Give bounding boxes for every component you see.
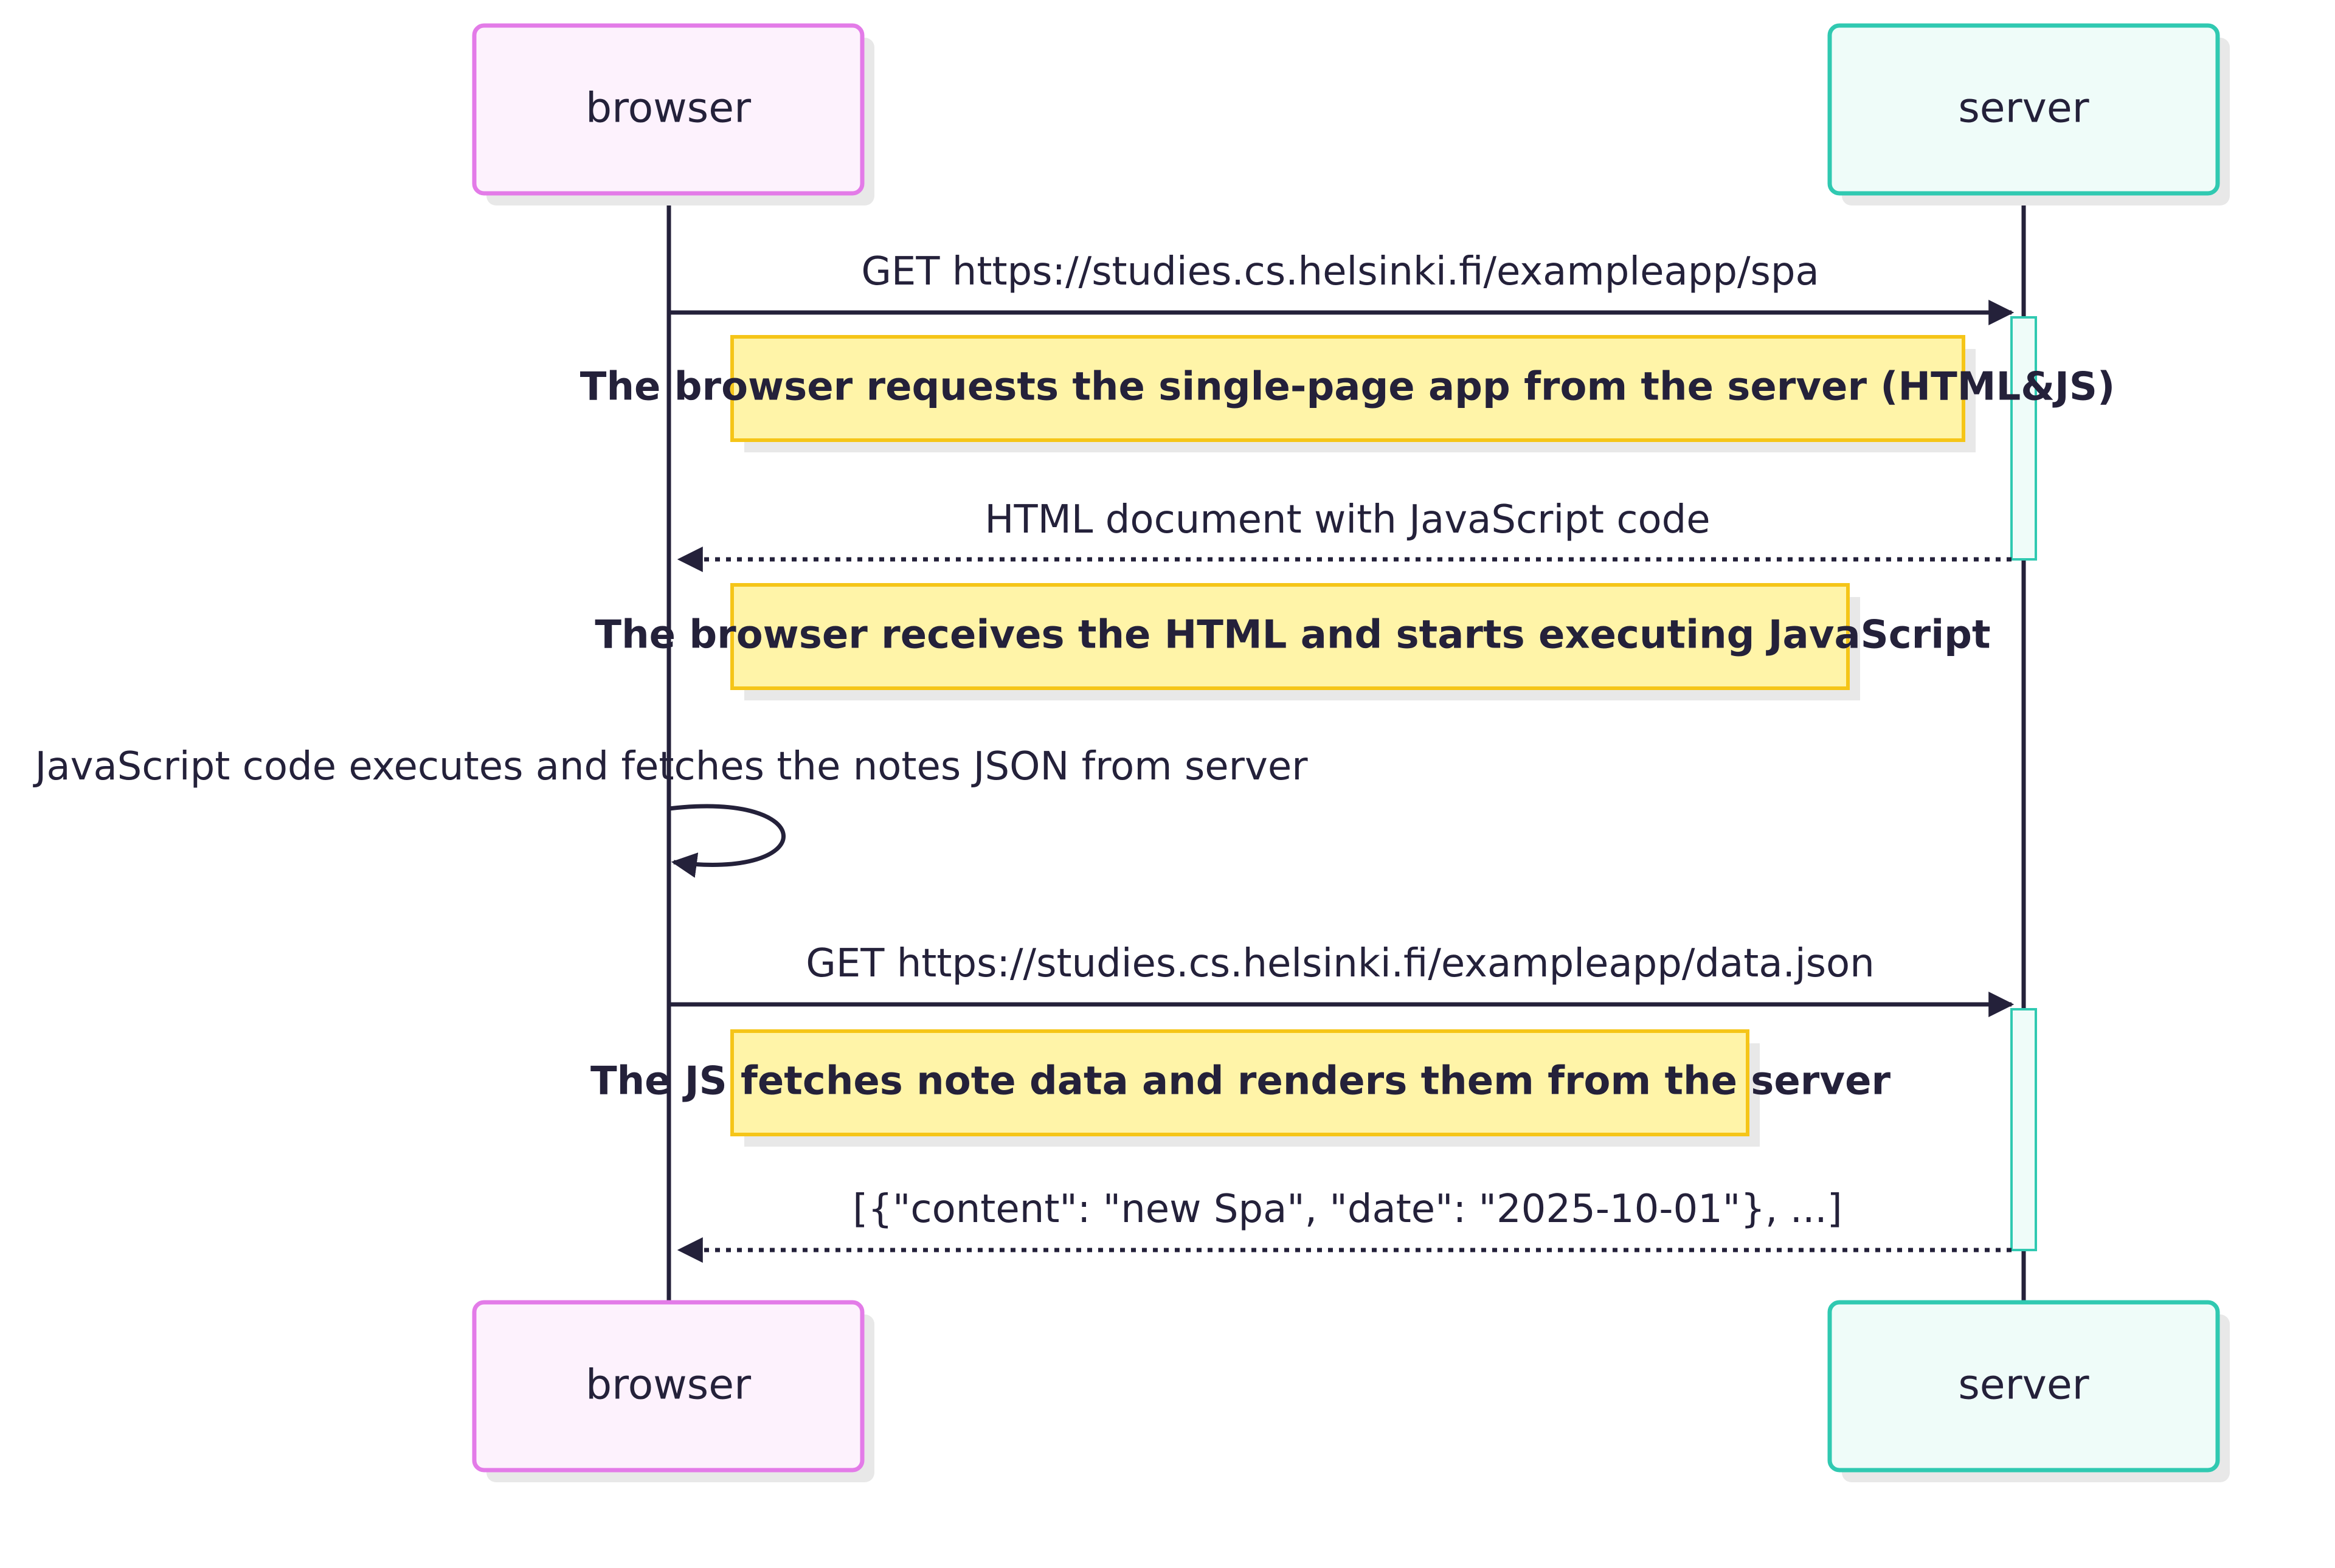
note-1: The browser requests the single-page app… xyxy=(580,335,2115,452)
participant-browser-bottom-label: browser xyxy=(586,1361,751,1409)
message-5-label: [{"content": "new Spa", "date": "2025-10… xyxy=(853,1187,1842,1232)
message-4-label: GET https://studies.cs.helsinki.fi/examp… xyxy=(806,941,1875,986)
note-1-text: The browser requests the single-page app… xyxy=(580,365,2115,410)
participant-server-bottom: server xyxy=(1827,1300,2230,1482)
participant-browser-top-label: browser xyxy=(586,85,751,133)
participant-server-top: server xyxy=(1827,23,2230,205)
server-activation-1 xyxy=(2010,316,2037,561)
message-3-label: JavaScript code executes and fetches the… xyxy=(32,744,1308,789)
note-2: The browser receives the HTML and starts… xyxy=(595,583,1991,700)
note-2-text: The browser receives the HTML and starts… xyxy=(595,613,1990,658)
participant-browser-top: browser xyxy=(472,23,874,205)
participant-server-bottom-label: server xyxy=(1958,1361,2089,1409)
note-3: The JS fetches note data and renders the… xyxy=(590,1029,1891,1147)
participant-browser-bottom: browser xyxy=(472,1300,874,1482)
message-3-self-arrow xyxy=(668,804,786,878)
note-3-text: The JS fetches note data and renders the… xyxy=(590,1059,1891,1104)
message-2-label: HTML document with JavaScript code xyxy=(984,497,1710,542)
message-1-label: GET https://studies.cs.helsinki.fi/examp… xyxy=(861,249,1819,294)
participant-server-top-label: server xyxy=(1958,85,2089,133)
server-activation-2 xyxy=(2010,1008,2037,1251)
